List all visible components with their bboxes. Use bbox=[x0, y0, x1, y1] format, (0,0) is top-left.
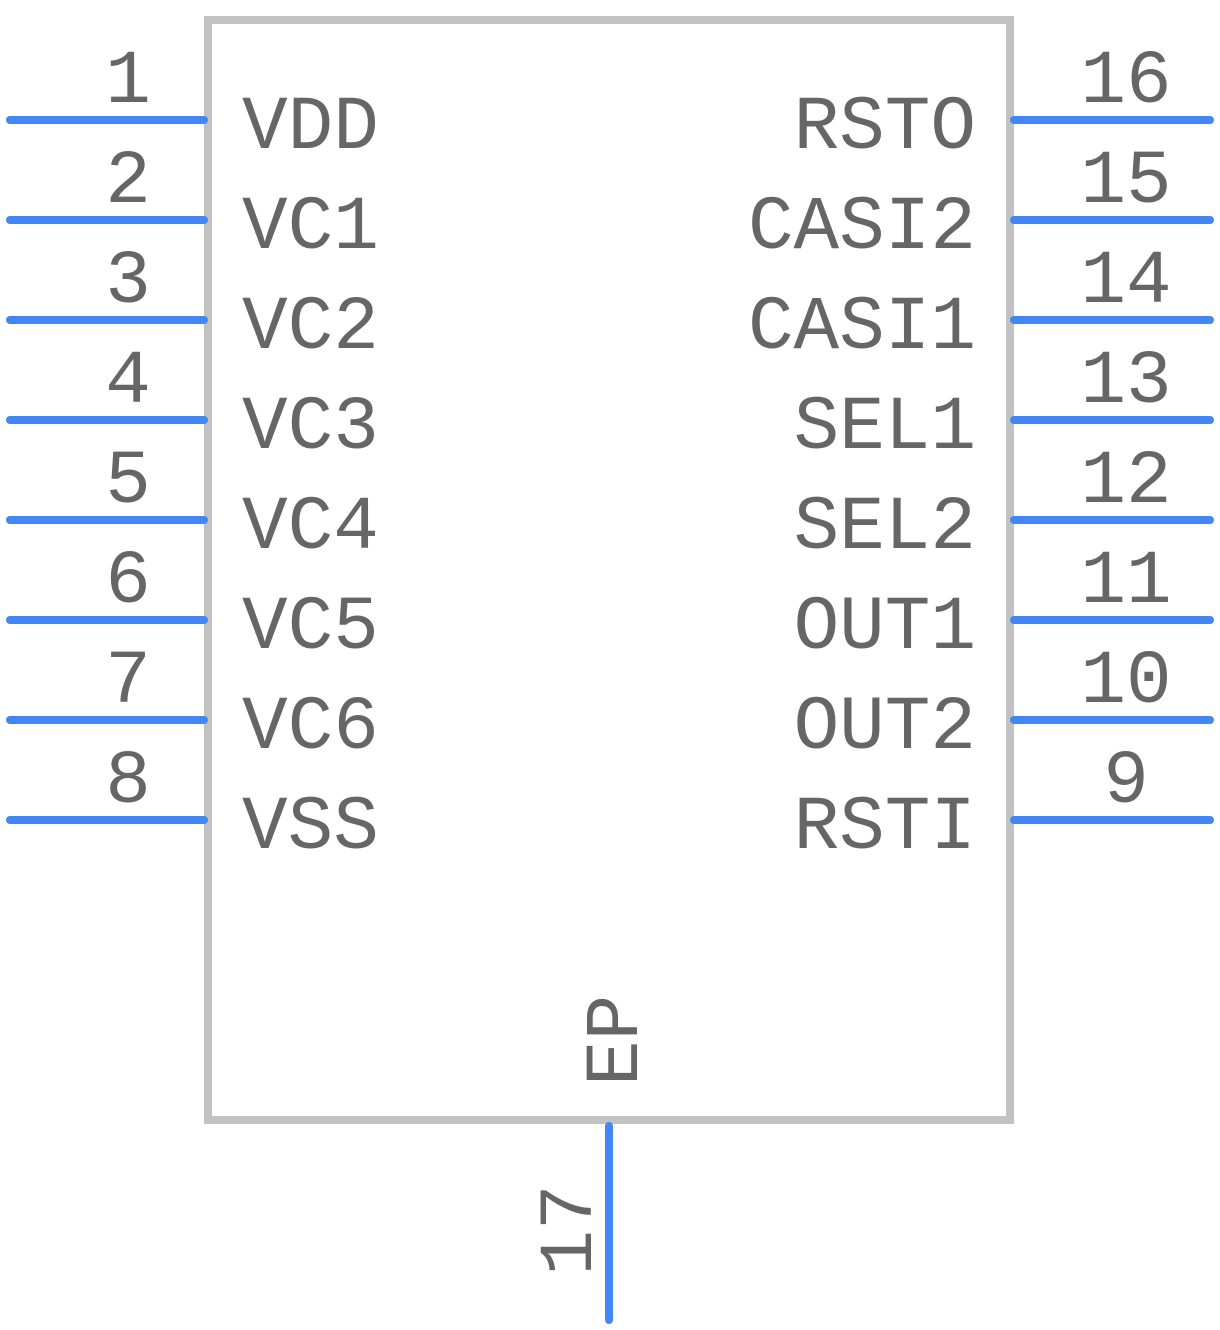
pin-number: 15 bbox=[1080, 139, 1171, 225]
pin-number: 10 bbox=[1080, 639, 1171, 725]
pin-name: CASI1 bbox=[748, 285, 976, 371]
pin-number: 1 bbox=[105, 39, 151, 125]
pin-name: VSS bbox=[242, 785, 379, 871]
pin-number: 8 bbox=[105, 739, 151, 825]
pin-name: RSTI bbox=[794, 785, 976, 871]
pin-name: SEL2 bbox=[794, 485, 976, 571]
pin-name: VC5 bbox=[242, 585, 379, 671]
pin-number: 4 bbox=[105, 339, 151, 425]
right-pin-group: 16RSTO15CASI214CASI113SEL112SEL211OUT110… bbox=[748, 39, 1214, 871]
pin-name: VC6 bbox=[242, 685, 379, 771]
pin-number: 2 bbox=[105, 139, 151, 225]
pin-number: 3 bbox=[105, 239, 151, 325]
component-body bbox=[204, 16, 1014, 1124]
pin-name: VC2 bbox=[242, 285, 379, 371]
pin-name: VC3 bbox=[242, 385, 379, 471]
pin-number: 13 bbox=[1080, 339, 1171, 425]
pin-number: 5 bbox=[105, 439, 151, 525]
pin-name: VC4 bbox=[242, 485, 379, 571]
pin-number: 17 bbox=[528, 1184, 614, 1275]
pin-name: VDD bbox=[242, 85, 379, 171]
pin-number: 9 bbox=[1103, 739, 1149, 825]
pin-name: RSTO bbox=[794, 85, 976, 171]
pin-name: VC1 bbox=[242, 185, 379, 271]
pin-number: 12 bbox=[1080, 439, 1171, 525]
pin-name: CASI2 bbox=[748, 185, 976, 271]
pin-name: OUT2 bbox=[794, 685, 976, 771]
bottom-pin-group: 17 EP bbox=[528, 995, 660, 1324]
pin-number: 16 bbox=[1080, 39, 1171, 125]
pin-name: OUT1 bbox=[794, 585, 976, 671]
pin-number: 6 bbox=[105, 539, 151, 625]
pin-number: 14 bbox=[1080, 239, 1171, 325]
pin-number: 7 bbox=[105, 639, 151, 725]
pin-name: EP bbox=[574, 995, 660, 1086]
pin-name: SEL1 bbox=[794, 385, 976, 471]
pin-17: 17 EP bbox=[528, 995, 660, 1324]
pin-number: 11 bbox=[1080, 539, 1171, 625]
